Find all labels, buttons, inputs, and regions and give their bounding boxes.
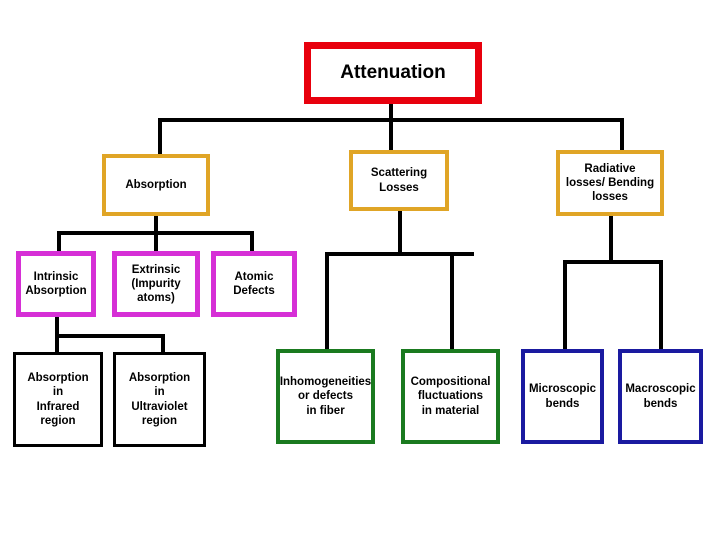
- node-microscopic-bends[interactable]: Microscopic bends: [521, 349, 604, 444]
- node-inhomogeneities-defects-fiber[interactable]: Inhomogeneities or defects in fiber: [276, 349, 375, 444]
- connector-to-absorption: [158, 118, 162, 155]
- connector-to-absorption-infrared: [55, 334, 59, 354]
- connector-to-atomic-defects: [250, 231, 254, 252]
- connector-to-microscopic-bends: [563, 260, 567, 351]
- node-compositional-fluctuations-material-label: Compositional fluctuations in material: [410, 376, 491, 417]
- node-scattering-losses[interactable]: Scattering Losses: [349, 150, 449, 211]
- node-absorption[interactable]: Absorption: [102, 154, 210, 216]
- node-radiative-losses-label: Radiative losses/ Bending losses: [565, 162, 655, 203]
- connector-root-stem: [389, 103, 393, 120]
- node-absorption-ultraviolet-label: Absorption in Ultraviolet region: [128, 372, 191, 427]
- node-atomic-defects[interactable]: Atomic Defects: [211, 251, 297, 317]
- node-attenuation-label: Attenuation: [340, 62, 446, 84]
- node-intrinsic-absorption-label: Intrinsic Absorption: [25, 270, 87, 297]
- connector-to-macroscopic-bends: [659, 260, 663, 351]
- connector-to-compositional-fluctuations: [450, 252, 454, 351]
- connector-radiative-leaf-bus: [563, 260, 663, 264]
- connector-scattering-leaf-bus: [325, 252, 474, 256]
- node-compositional-fluctuations-material[interactable]: Compositional fluctuations in material: [401, 349, 500, 444]
- node-inhomogeneities-defects-fiber-label: Inhomogeneities or defects in fiber: [279, 376, 372, 417]
- node-intrinsic-absorption[interactable]: Intrinsic Absorption: [16, 251, 96, 317]
- node-radiative-losses[interactable]: Radiative losses/ Bending losses: [556, 150, 664, 216]
- connector-to-inhomogeneities: [325, 252, 329, 351]
- node-absorption-infrared-label: Absorption in Infrared region: [27, 372, 89, 427]
- connector-to-absorption-ultraviolet: [161, 334, 165, 354]
- node-atomic-defects-label: Atomic Defects: [233, 270, 275, 297]
- node-extrinsic-impurity-atoms[interactable]: Extrinsic (Impurity atoms): [112, 251, 200, 317]
- node-absorption-infrared[interactable]: Absorption in Infrared region: [13, 352, 103, 447]
- node-extrinsic-impurity-atoms-label: Extrinsic (Impurity atoms): [131, 263, 181, 304]
- connector-absorption-stem: [154, 215, 158, 233]
- connector-to-intrinsic-absorption: [57, 231, 61, 252]
- node-absorption-label: Absorption: [125, 178, 187, 191]
- node-microscopic-bends-label: Microscopic bends: [528, 383, 597, 410]
- connector-to-extrinsic-impurity: [154, 231, 158, 252]
- connector-radiative-stem: [609, 215, 613, 263]
- node-scattering-losses-label: Scattering Losses: [370, 167, 428, 194]
- node-attenuation[interactable]: Attenuation: [304, 42, 482, 104]
- node-macroscopic-bends[interactable]: Macroscopic bends: [618, 349, 703, 444]
- connector-to-scattering-losses: [389, 118, 393, 150]
- connector-to-radiative-losses: [620, 118, 624, 150]
- connector-intrinsic-stem: [55, 316, 59, 336]
- node-macroscopic-bends-label: Macroscopic bends: [625, 383, 696, 410]
- connector-scattering-stem: [398, 210, 402, 255]
- node-absorption-ultraviolet[interactable]: Absorption in Ultraviolet region: [113, 352, 206, 447]
- connector-absorption-leaf-bus: [55, 334, 165, 338]
